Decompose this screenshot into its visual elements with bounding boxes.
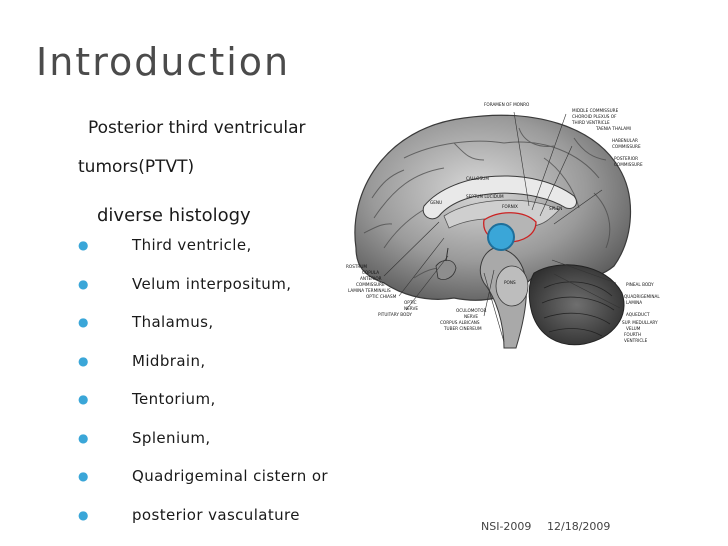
- label-commissure: COMMISSURE: [612, 144, 641, 149]
- label-foramen: FORAMEN OF MONRO: [484, 102, 530, 107]
- bullet-icon: ●: [78, 238, 89, 252]
- figure-labels: FORAMEN OF MONRO MIDDLE COMMISSURE CHORO…: [346, 102, 660, 343]
- label-taenia: TAENIA THALAMI: [595, 126, 631, 131]
- footer-date: 12/18/2009: [547, 520, 611, 533]
- subtitle-line: Posterior third ventricular: [88, 118, 306, 138]
- label-splenium: SPLEN: [549, 206, 562, 211]
- bullet-text: Splenium,: [132, 428, 211, 447]
- list-item: ● Midbrain,: [78, 352, 378, 391]
- bullet-text: Thalamus,: [132, 313, 214, 331]
- label-aqueduct: AQUEDUCT: [626, 312, 650, 317]
- footer-event: NSI-2009: [481, 520, 532, 533]
- label-anterior: ANTERIOR: [360, 276, 382, 281]
- cerebellum: [528, 264, 625, 346]
- label-oculomotor-nerve: NERVE: [464, 314, 478, 319]
- label-optic-chiasm: OPTIC CHIASM: [366, 294, 397, 299]
- bullet-text: Third ventricle,: [132, 236, 252, 254]
- label-genu: GENU: [430, 200, 442, 205]
- label-posterior: POSTERIOR: [614, 156, 638, 161]
- list-item: ● Quadrigeminal cistern or: [78, 467, 378, 506]
- label-habenular: HABENULAR: [612, 138, 638, 143]
- label-fornix: FORNIX: [502, 204, 518, 209]
- subtitle-abbrev: tumors(PTVT): [78, 157, 195, 177]
- bullet-icon: ●: [78, 430, 89, 445]
- ptvt-location-marker: [487, 223, 515, 251]
- bullet-icon: ●: [78, 392, 89, 406]
- label-third-ventricle: THIRD VENTRICLE: [571, 120, 610, 125]
- bullet-icon: ●: [78, 353, 89, 368]
- label-lamina2: LAMINA: [626, 300, 642, 305]
- label-velum: VELUM: [626, 326, 641, 331]
- label-choroid: CHOROID PLEXUS OF: [572, 114, 617, 119]
- label-pituitary: PITUITARY BODY: [378, 312, 412, 317]
- bullet-text: posterior vasculature: [132, 505, 300, 524]
- label-corpus: CORPUS ALBICANS: [440, 320, 480, 325]
- list-item: ● Thalamus,: [78, 313, 378, 352]
- list-item: ● Third ventricle,: [78, 236, 378, 275]
- label-pons: PONS: [504, 280, 516, 285]
- bullet-text: Velum interpositum,: [132, 274, 292, 293]
- label-rostrum: ROSTRUM: [346, 264, 367, 269]
- label-middle-commissure: MIDDLE COMMISSURE: [572, 108, 619, 113]
- cerebellum-folia: [541, 281, 615, 337]
- label-callosum: CALLOSUM: [466, 176, 489, 181]
- list-item: ● posterior vasculature: [78, 506, 378, 545]
- leader-lines: [383, 111, 621, 343]
- list-item: ● Tentorium,: [78, 390, 378, 429]
- label-tuber: TUBER CINEREUM: [443, 326, 482, 331]
- gyri-texture: [363, 127, 611, 279]
- label-post-commissure: COMMISSURE: [614, 162, 643, 167]
- list-item: ● Splenium,: [78, 429, 378, 468]
- label-sup-medullary: SUP. MEDULLARY: [622, 320, 658, 325]
- label-commissure2: COMMISSURE: [356, 282, 385, 287]
- bullet-icon: ●: [78, 315, 89, 329]
- label-lamina: LAMINA TERMINALIS: [348, 288, 391, 293]
- label-copula: COPULA: [362, 270, 379, 275]
- label-nerve: NERVE: [404, 306, 418, 311]
- bullet-text: Midbrain,: [132, 351, 206, 370]
- label-septum: SEPTUM LUCIDUM: [466, 194, 504, 199]
- location-bullet-list: ● Third ventricle, ● Velum interpositum,…: [78, 236, 378, 544]
- bullet-icon: ●: [78, 469, 89, 483]
- brain-sagittal-illustration: FORAMEN OF MONRO MIDDLE COMMISSURE CHORO…: [344, 98, 684, 354]
- label-optic: OPTIC: [404, 300, 417, 305]
- footer-bar: [0, 524, 640, 546]
- pons: [495, 265, 529, 307]
- bullet-text: Quadrigeminal cistern or: [132, 467, 328, 485]
- label-quadrigeminal: QUADRIGEMINAL: [624, 294, 660, 299]
- slide-title: Introduction: [36, 40, 291, 84]
- label-pineal: PINEAL BODY: [626, 282, 654, 287]
- label-fourth: FOURTH: [624, 332, 641, 337]
- bullet-icon: ●: [78, 276, 89, 291]
- list-item: ● Velum interpositum,: [78, 275, 378, 314]
- bullet-text: Tentorium,: [132, 390, 216, 408]
- label-ventricle: VENTRICLE: [624, 338, 648, 343]
- corpus-callosum: [422, 175, 577, 220]
- histology-heading: diverse histology: [97, 205, 251, 226]
- bullet-icon: ●: [78, 507, 89, 522]
- label-oculomotor: OCULOMOTOR: [456, 308, 487, 313]
